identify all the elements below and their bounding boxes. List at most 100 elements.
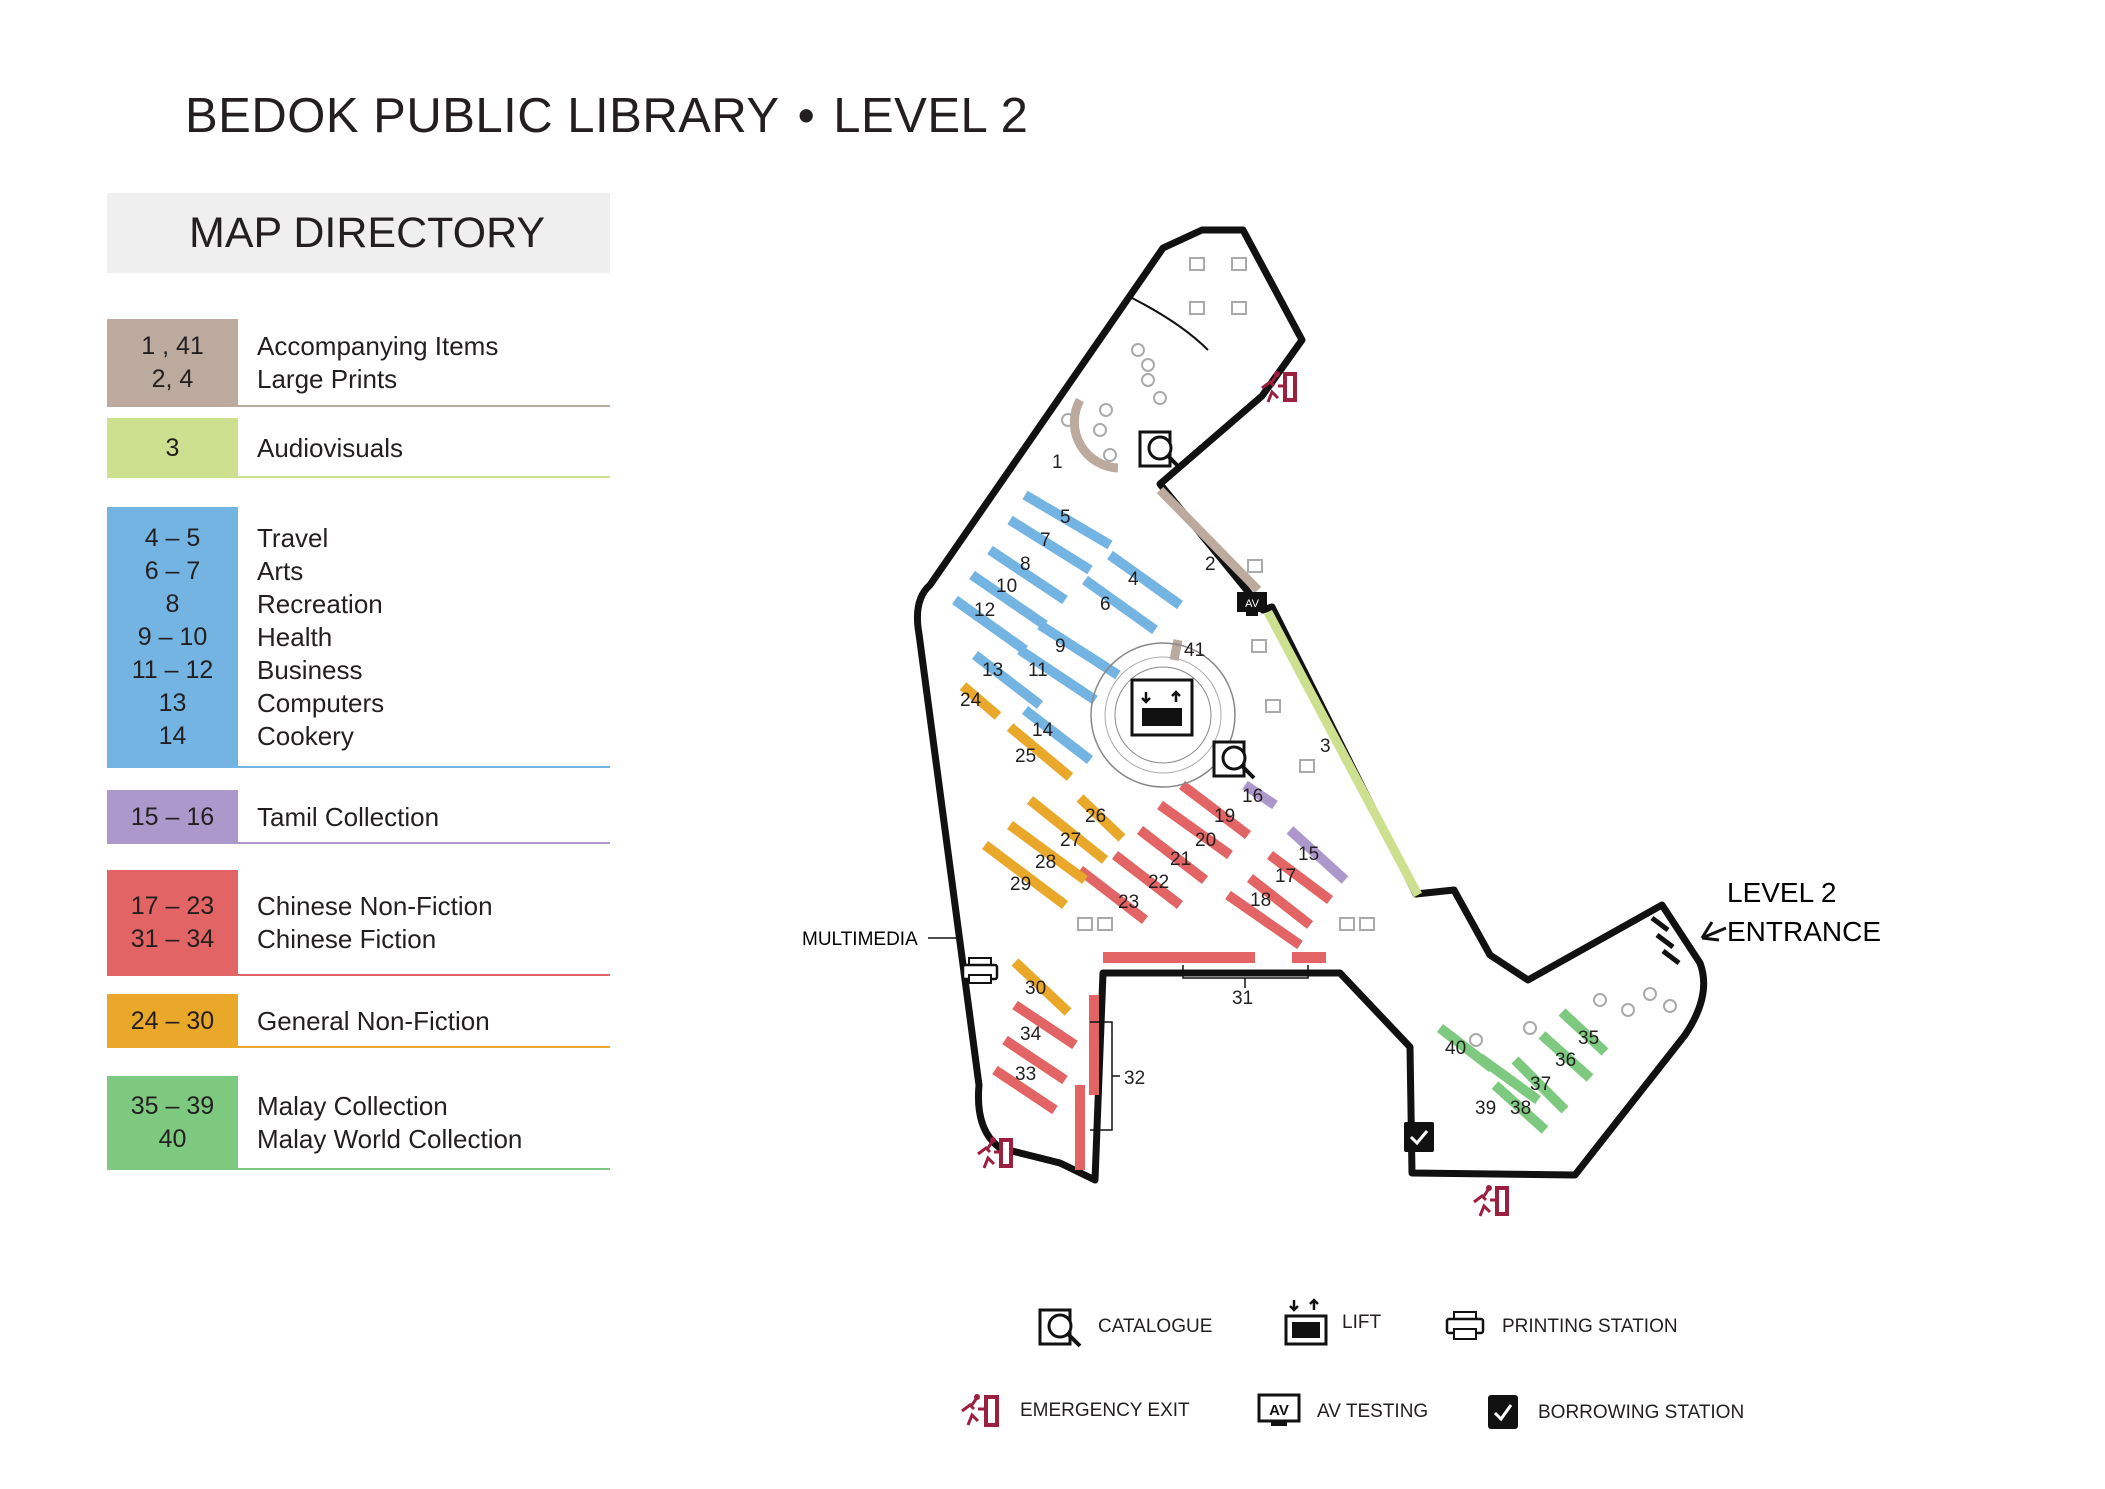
table [1189, 257, 1205, 271]
collection-label: Business [257, 655, 363, 685]
seat [1141, 373, 1155, 387]
bracket-31 [1182, 965, 1309, 988]
entrance-doors [1650, 916, 1681, 965]
shelf-number: 33 [1015, 1064, 1036, 1085]
shelf [1075, 1085, 1085, 1170]
shelf-number: 16 [1242, 786, 1263, 807]
shelf-number: 17 [1275, 866, 1296, 887]
shelf [1103, 952, 1255, 963]
emergency-exit-icon [1473, 1185, 1509, 1217]
collection-label: General Non-Fiction [257, 1005, 490, 1036]
shelf-number: 34 [1020, 1024, 1042, 1045]
building-outline [913, 226, 1708, 1184]
seat [1141, 358, 1155, 372]
shelf [1558, 1008, 1609, 1056]
shelf-code: 4 – 5 [144, 524, 201, 552]
table [1077, 917, 1093, 931]
shelf-code: 1 , 41 [141, 332, 204, 360]
shelf-number: 27 [1060, 830, 1081, 851]
collection-label: Large Prints [257, 364, 398, 394]
collection-label: Recreation [257, 589, 383, 619]
shelf-number: 15 [1298, 844, 1319, 865]
collection-label: Malay Collection [257, 1091, 448, 1121]
shelf-number: 4 [1128, 569, 1139, 590]
directory-swatch: 15 – 16 [107, 790, 238, 844]
shelf-number: 8 [1020, 554, 1031, 575]
shelves-group [952, 397, 1609, 1170]
catalogue-icon [1038, 1308, 1082, 1348]
seat [1523, 1021, 1537, 1035]
entrance-arrow [1700, 921, 1727, 942]
collection-label: Accompanying Items [257, 331, 499, 361]
borrowing-station-icon [1488, 1395, 1518, 1429]
shelf [1002, 1035, 1068, 1085]
shelf [969, 570, 1048, 630]
shelf [1286, 826, 1349, 884]
shelf [1491, 1081, 1549, 1134]
shelf [1264, 609, 1422, 898]
av-badge-text: AV [1245, 598, 1260, 610]
level-name: LEVEL 2 [833, 89, 1029, 143]
shelf-number: 41 [1184, 640, 1205, 661]
shelf-number: 24 [960, 690, 982, 711]
shelf-code: 2, 4 [151, 365, 194, 393]
shelf-number: 37 [1530, 1074, 1551, 1095]
shelf [1292, 952, 1326, 963]
shelf [1169, 639, 1183, 661]
shelf-number: 11 [1028, 660, 1048, 681]
shelf [971, 651, 1044, 709]
shelf [1007, 820, 1088, 885]
legend-emergency: EMERGENCY EXIT [960, 1393, 1190, 1429]
shelf-number: 22 [1148, 872, 1169, 893]
av-testing-icon: AV [1237, 592, 1267, 616]
shelf-code: 8 [165, 590, 180, 618]
shelf-code: 40 [158, 1125, 187, 1153]
legend-av-testing: AV AV TESTING [1257, 1393, 1428, 1431]
shelf [1477, 1053, 1541, 1105]
directory-underline [238, 766, 610, 768]
shelf-code: 31 – 34 [130, 925, 215, 953]
borrowing-station-icon [1404, 1122, 1434, 1152]
lift-icon [1284, 1298, 1328, 1346]
seat [1099, 403, 1113, 417]
shelf-code: 24 – 30 [130, 1006, 215, 1035]
shelf-labels: 1234567891011121314151617181920212223242… [960, 452, 1599, 1119]
shelf [1157, 800, 1233, 860]
shelf [1011, 958, 1072, 1016]
shelf [1012, 1000, 1078, 1050]
table [1251, 639, 1267, 653]
shelf [1242, 780, 1278, 810]
directory-labels: Audiovisuals [257, 418, 403, 478]
collection-label: Chinese Non-Fiction [257, 891, 493, 921]
collection-label: Travel [257, 523, 329, 553]
legend-lift-label: LIFT [1342, 1312, 1382, 1333]
collection-label: Chinese Fiction [257, 924, 437, 954]
shelf-number: 6 [1100, 594, 1111, 615]
shelf-number: 10 [996, 576, 1017, 597]
shelf-code: 11 – 12 [131, 656, 214, 684]
library-name: BEDOK PUBLIC LIBRARY [185, 89, 780, 143]
shelf [1178, 781, 1252, 839]
legend-av-testing-label: AV TESTING [1317, 1401, 1429, 1422]
shelf [1538, 1031, 1594, 1082]
seat [1643, 987, 1657, 1001]
shelf [1021, 706, 1094, 764]
shelf-code: 9 – 10 [137, 623, 208, 651]
shelf-code: 17 – 23 [130, 892, 215, 920]
seat [1093, 423, 1107, 437]
shelf-number: 36 [1555, 1050, 1576, 1071]
seat [1153, 391, 1167, 405]
collection-label: Cookery [257, 721, 354, 751]
shelf-number: 28 [1035, 852, 1056, 873]
shelf [1089, 995, 1099, 1095]
shelf-number: 14 [1032, 720, 1054, 741]
legend-emergency-label: EMERGENCY EXIT [1020, 1400, 1190, 1421]
